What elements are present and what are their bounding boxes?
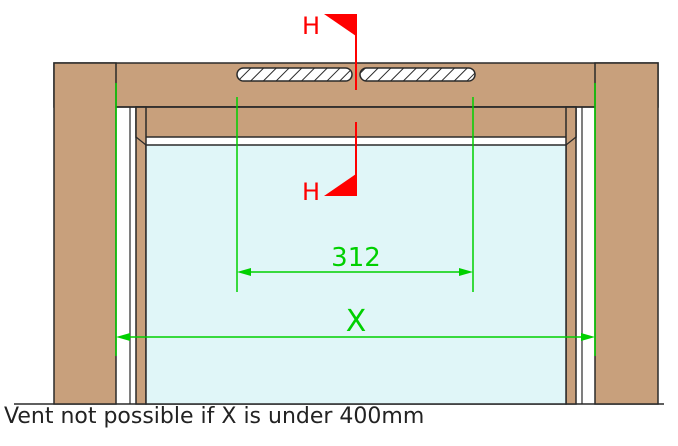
vent-slot-right — [359, 67, 476, 82]
opening-dimension-label: X — [346, 304, 367, 339]
opening-arrow-left — [116, 333, 130, 341]
section-label-top: H — [302, 12, 320, 40]
section-flag-bottom — [324, 174, 356, 196]
opening-arrow-right — [581, 333, 595, 341]
section-label-bottom: H — [302, 178, 320, 206]
frame-jamb-right — [594, 62, 659, 405]
section-flag-top — [324, 14, 356, 36]
sash-right — [565, 106, 577, 405]
frame-jamb-left — [53, 62, 117, 405]
glass-bevel-left — [135, 136, 147, 146]
vent-arrow-left — [237, 268, 251, 276]
caption-text: Vent not possible if X is under 400mm — [4, 404, 425, 429]
vent-dimension-label: 312 — [331, 243, 381, 273]
vent-arrow-right — [459, 268, 473, 276]
vent-slot-left — [236, 67, 353, 82]
sash-left — [135, 106, 147, 405]
glass-bevel-right — [565, 136, 577, 146]
